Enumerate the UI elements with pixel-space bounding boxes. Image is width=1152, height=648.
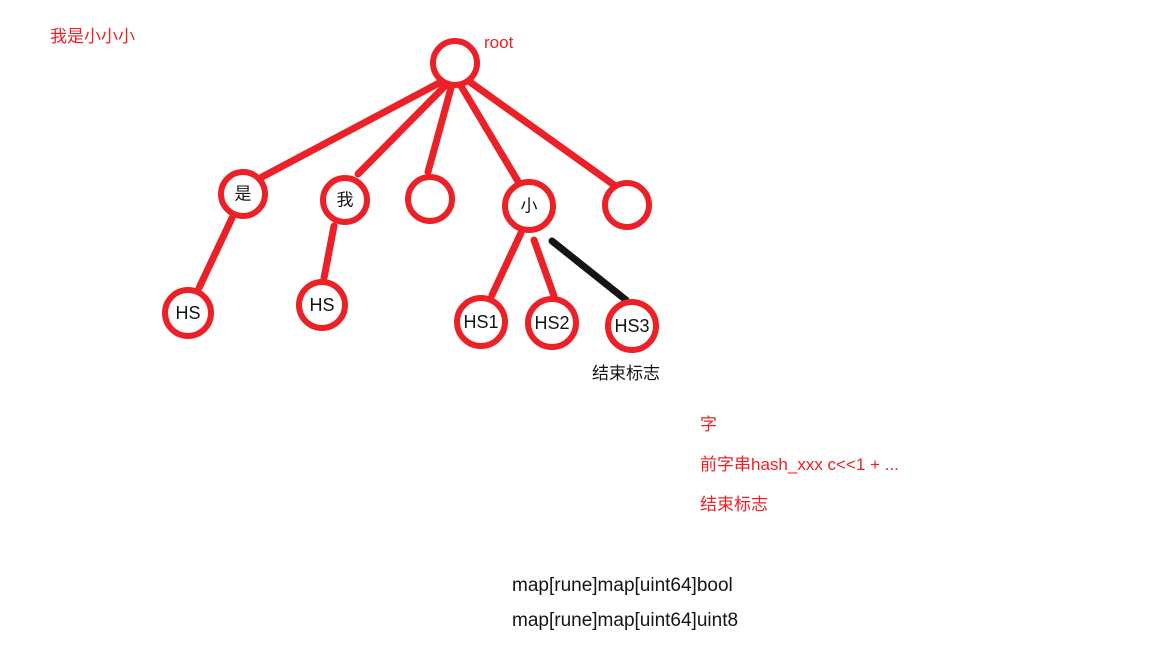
tree-node-root[interactable] [430, 38, 480, 88]
node-label-n_wo: 我 [337, 190, 354, 209]
note-line-1: 字 [700, 415, 717, 434]
node-circle-n_e2 [602, 180, 652, 230]
code-block: map[rune]map[uint64]bool map[rune]map[ui… [512, 575, 738, 645]
tree-node-hs_a[interactable]: HS [162, 287, 214, 339]
code-line-2: map[rune]map[uint64]uint8 [512, 610, 739, 631]
node-circle-root [430, 38, 480, 88]
node-circle-hs2 [525, 296, 579, 350]
node-label-hs_a: HS [175, 303, 200, 323]
tree-edge-n_xiao-to-hs3 [548, 237, 630, 304]
node-label-hs3: HS3 [614, 316, 649, 336]
node-circle-n_shi [218, 169, 268, 219]
tree-edge-n_xiao-to-hs1 [488, 229, 525, 299]
tree-edge-root-to-n_xiao [457, 82, 523, 187]
tree-edge-root-to-n_e1 [424, 84, 455, 176]
node-label-hs1: HS1 [463, 312, 498, 332]
node-circle-n_wo [320, 175, 370, 225]
annotation-top-left: 我是小小小 [50, 27, 135, 46]
note-block: 字 前字串hash_xxx c<<1 + ... 结束标志 [700, 410, 899, 530]
code-line-1: map[rune]map[uint64]bool [512, 575, 733, 596]
tree-edge-n_wo-to-hs_b [320, 222, 338, 282]
tree-node-hs1[interactable]: HS1 [454, 295, 508, 349]
node-circle-hs3 [605, 299, 659, 353]
tree-edge-root-to-n_wo [354, 82, 449, 178]
node-circle-n_xiao [502, 179, 556, 233]
tree-node-hs2[interactable]: HS2 [525, 296, 579, 350]
tree-node-hs3[interactable]: HS3 [605, 299, 659, 353]
node-circle-hs1 [454, 295, 508, 349]
tree-node-n_e1[interactable] [405, 174, 455, 224]
end-marker-label: 结束标志 [592, 364, 660, 383]
node-label-hs2: HS2 [534, 313, 569, 333]
tree-edge-root-to-n_shi [258, 78, 445, 181]
tree-nodes: 是 我 小 HS HS HS1 HS2 HS3 [162, 38, 659, 353]
tree-node-n_xiao[interactable]: 小 [502, 179, 556, 233]
node-circle-hs_b [296, 279, 348, 331]
tree-node-n_wo[interactable]: 我 [320, 175, 370, 225]
node-label-hs_b: HS [309, 295, 334, 315]
tree-edge-n_xiao-to-hs2 [530, 236, 558, 300]
note-line-2: 前字串hash_xxx c<<1 + ... [700, 455, 899, 474]
node-circle-hs_a [162, 287, 214, 339]
note-line-3: 结束标志 [700, 495, 768, 514]
tree-edge-root-to-n_e2 [466, 78, 618, 189]
node-label-n_shi: 是 [235, 184, 252, 203]
tree-edge-n_shi-to-hs_a [195, 214, 236, 292]
tree-edges [195, 78, 630, 304]
node-circle-n_e1 [405, 174, 455, 224]
tree-node-n_shi[interactable]: 是 [218, 169, 268, 219]
tree-node-n_e2[interactable] [602, 180, 652, 230]
root-label: root [484, 33, 514, 52]
node-label-n_xiao: 小 [521, 196, 538, 215]
tree-node-hs_b[interactable]: HS [296, 279, 348, 331]
